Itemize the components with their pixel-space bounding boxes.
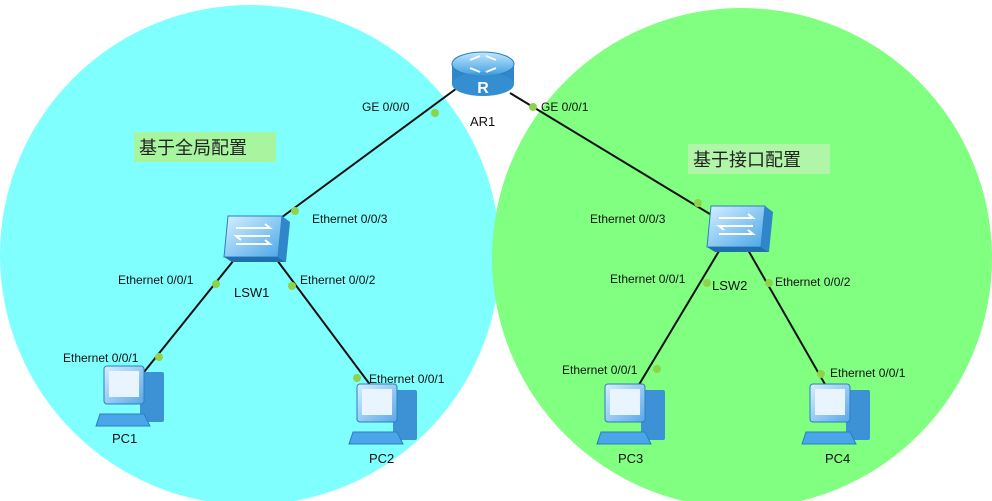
port-dot-lsw1-e002 [288, 282, 296, 290]
port-dot-lsw1-e001 [212, 280, 220, 288]
port-label-lsw1-e001: Ethernet 0/0/1 [118, 273, 194, 287]
port-label-lsw1-e002: Ethernet 0/0/2 [300, 273, 376, 287]
pc-icon [348, 383, 417, 445]
area-label-interface: 基于接口配置 [693, 150, 801, 171]
area-label-global: 基于全局配置 [139, 138, 247, 159]
port-label-pc3: Ethernet 0/0/1 [562, 363, 638, 377]
port-dot-pc1 [155, 353, 163, 361]
link-lsw2-pc3 [630, 235, 729, 399]
area-label-bg-right [688, 144, 830, 174]
port-label-lsw2-e003: Ethernet 0/0/3 [590, 212, 666, 226]
pc3[interactable]: PC3 [596, 383, 665, 466]
port-dot-ar1-ge001 [529, 103, 537, 111]
switch-lsw2[interactable]: LSW2 [706, 205, 773, 293]
pc4[interactable]: PC4 [801, 383, 870, 466]
port-label-lsw2-e002: Ethernet 0/0/2 [775, 275, 851, 289]
link-lsw1-pc1 [127, 239, 251, 393]
router-icon: R [451, 51, 515, 97]
pc1[interactable]: PC1 [95, 365, 164, 446]
area-label-bg-left [134, 132, 276, 162]
port-label-pc1: Ethernet 0/0/1 [63, 351, 139, 365]
device-label-lsw1: LSW1 [234, 285, 269, 300]
pc2[interactable]: PC2 [348, 383, 417, 466]
port-dot-ar1-ge000 [431, 109, 439, 117]
port-dot-lsw1-e003 [291, 207, 299, 215]
switch-icon [223, 215, 290, 262]
port-dot-pc3 [653, 365, 661, 373]
device-label-pc2: PC2 [369, 451, 394, 466]
port-label-pc4: Ethernet 0/0/1 [830, 366, 906, 380]
interface-config-area [492, 8, 992, 501]
port-label-ar1-ge000: GE 0/0/0 [362, 100, 410, 114]
port-label-pc2: Ethernet 0/0/1 [369, 372, 445, 386]
port-label-lsw1-e003: Ethernet 0/0/3 [312, 212, 388, 226]
pc-icon [596, 383, 665, 445]
port-dots [155, 103, 825, 382]
device-label-ar1: AR1 [470, 114, 495, 129]
port-dot-pc4 [817, 370, 825, 378]
port-dot-lsw2-e001 [703, 279, 711, 287]
device-label-lsw2: LSW2 [712, 278, 747, 293]
switch-icon [706, 205, 773, 252]
port-label-lsw2-e001: Ethernet 0/0/1 [610, 272, 686, 286]
device-label-pc1: PC1 [112, 431, 137, 446]
port-label-ar1-ge001: GE 0/0/1 [541, 100, 589, 114]
port-dot-lsw2-e002 [765, 279, 773, 287]
router-ar1[interactable]: R AR1 [451, 51, 515, 129]
link-lsw1-pc2 [261, 239, 384, 403]
port-dot-pc2 [353, 374, 361, 382]
port-dot-lsw2-e003 [694, 199, 702, 207]
device-label-pc3: PC3 [618, 451, 643, 466]
pc-icon [95, 365, 164, 427]
link-ar1-lsw1 [254, 79, 469, 238]
pc-icon [801, 383, 870, 445]
device-label-pc4: PC4 [825, 451, 850, 466]
switch-lsw1[interactable]: LSW1 [223, 215, 290, 300]
svg-text:R: R [477, 80, 489, 97]
